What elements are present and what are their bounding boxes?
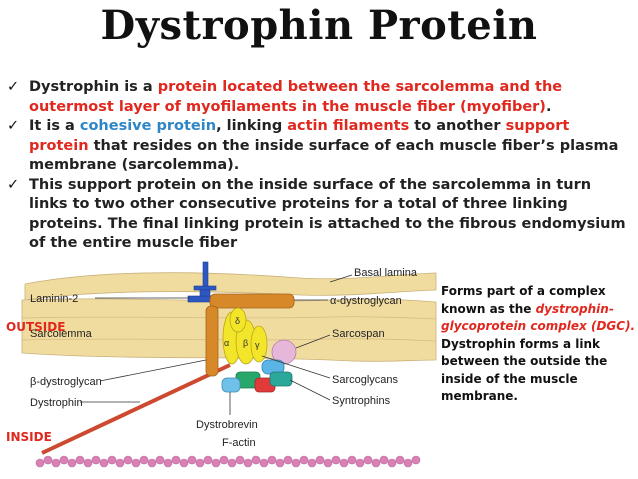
checkmark-icon: ✓ bbox=[7, 79, 20, 95]
checkmark-icon: ✓ bbox=[7, 176, 20, 193]
dystrophin-rod bbox=[41, 363, 231, 455]
bullet-text: This support protein on the inside surfa… bbox=[29, 176, 626, 252]
bullet-text: that resides on the inside surface of ea… bbox=[29, 137, 619, 174]
gamma-label: γ bbox=[255, 340, 260, 350]
dgc-diagram: α β δ γ Basal lamina Laminin-2 α-dystrog… bbox=[21, 261, 437, 468]
leader-sarcospan bbox=[295, 334, 331, 349]
leader-syntrophins bbox=[289, 379, 331, 401]
side-note-text: Forms part of a complex known as the bbox=[441, 284, 606, 316]
side-note: Forms part of a complex known as the dys… bbox=[441, 283, 637, 406]
side-note-highlight: dystrophin-glycoprotein complex (DGC). bbox=[441, 301, 636, 334]
alpha-label: α bbox=[224, 338, 229, 348]
page-title: Dystrophin Protein bbox=[100, 2, 538, 49]
alpha-dystroglycan bbox=[209, 293, 295, 309]
membrane-line bbox=[21, 338, 437, 342]
leader-basal-lamina bbox=[329, 274, 353, 283]
bullet-text: It is a bbox=[29, 118, 80, 134]
sarcoglycan-delta bbox=[229, 307, 247, 333]
checkmark-icon: ✓ bbox=[7, 118, 20, 134]
bullet-text: Dystrophin is a bbox=[29, 79, 158, 95]
leader-b-dystroglycan bbox=[99, 359, 207, 382]
leader-sarcoglycans bbox=[261, 355, 331, 379]
b-dystroglycan-label: β-dystroglycan bbox=[30, 376, 102, 388]
bullet-text: , linking bbox=[216, 118, 288, 134]
dystrobrevin-shape bbox=[221, 377, 241, 393]
f-actin-label: F-actin bbox=[222, 437, 256, 449]
bullet-item: ✓ This support protein on the inside surf… bbox=[6, 176, 630, 254]
bullet-highlight: cohesive protein bbox=[79, 118, 217, 134]
dystrobrevin-label: Dystrobrevin bbox=[196, 419, 258, 431]
bullet-highlight: support protein bbox=[29, 118, 570, 154]
basal-lamina-label: Basal lamina bbox=[354, 267, 418, 279]
bullet-highlight: actin filaments bbox=[287, 118, 410, 134]
bullet-list: ✓ Dystrophin is a protein located between… bbox=[6, 78, 630, 254]
sarcolemma-label: Sarcolemma bbox=[30, 328, 93, 340]
bullet-item: ✓ Dystrophin is a protein located between… bbox=[6, 78, 630, 117]
f-actin-filament bbox=[35, 455, 421, 468]
outside-label: OUTSIDE bbox=[6, 320, 66, 334]
delta-label: δ bbox=[235, 316, 240, 326]
inside-label: INSIDE bbox=[6, 430, 52, 444]
basal-lamina bbox=[24, 272, 437, 301]
sarcoglycans-label: Sarcoglycans bbox=[332, 374, 399, 386]
sarcospan-label: Sarcospan bbox=[332, 328, 385, 340]
bullet-text: . bbox=[545, 98, 552, 115]
dystrophin-label: Dystrophin bbox=[30, 397, 83, 409]
laminin-label: Laminin-2 bbox=[30, 293, 78, 305]
syntrophin-teal bbox=[269, 371, 293, 387]
membrane-line bbox=[21, 316, 437, 320]
bullet-item: ✓ It is a cohesive protein, linking actin… bbox=[6, 117, 630, 176]
beta-label: β bbox=[243, 338, 248, 348]
side-note-text: Dystrophin forms a link between the outs… bbox=[441, 336, 608, 404]
beta-dystroglycan bbox=[205, 305, 219, 377]
bullet-text: to another bbox=[409, 118, 506, 134]
syntrophins-label: Syntrophins bbox=[332, 395, 391, 407]
bullet-highlight: protein located between the sarcolemma a… bbox=[29, 79, 563, 115]
a-dystroglycan-label: α-dystroglycan bbox=[330, 295, 402, 307]
sarcoglycan-gamma bbox=[250, 325, 268, 363]
